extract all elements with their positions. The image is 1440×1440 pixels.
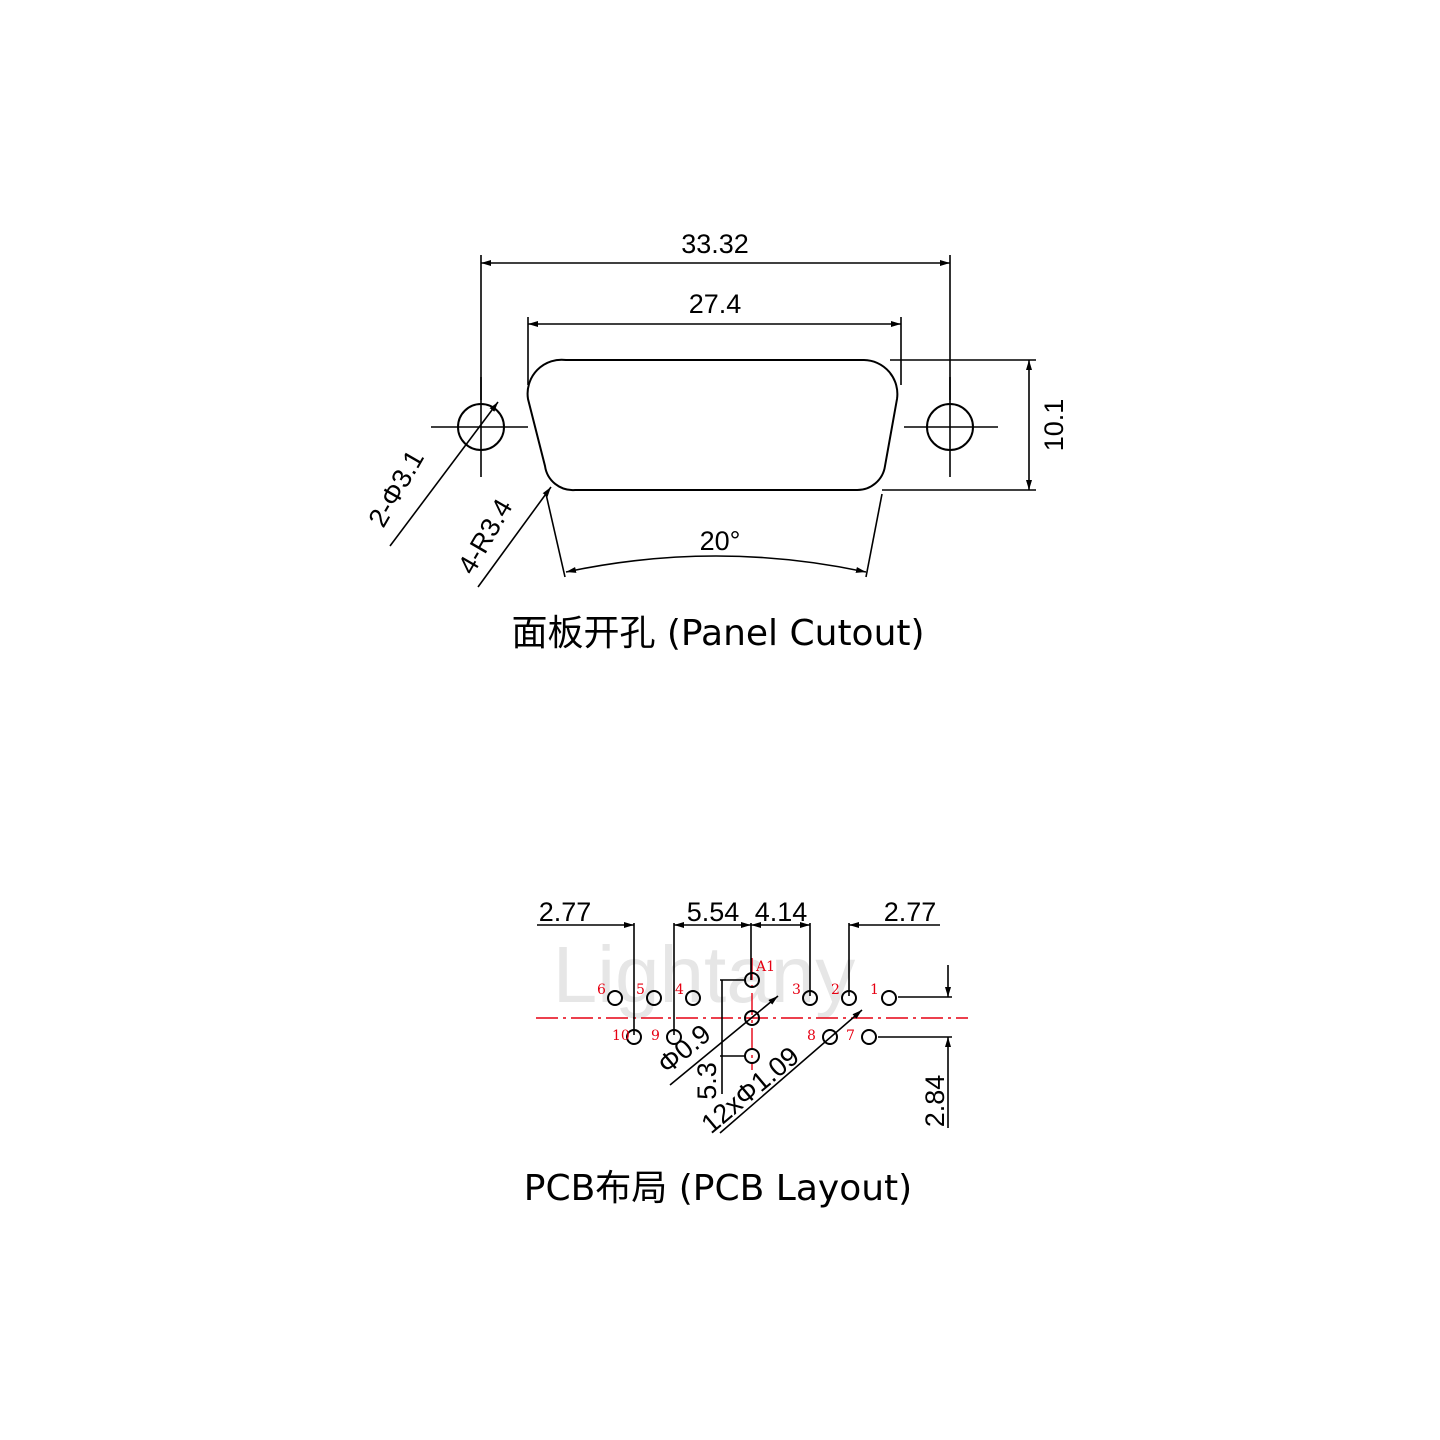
d-sub-cutout-outline bbox=[526, 358, 899, 492]
dim-radius: 4-R3.4 bbox=[452, 494, 519, 579]
pin-hole-2 bbox=[841, 990, 857, 1006]
dim-holes: 2-Φ3.1 bbox=[362, 445, 430, 532]
pin-label-1: 1 bbox=[870, 982, 879, 998]
dim-row-spacing: 2.84 bbox=[920, 1075, 950, 1128]
pin-label-9: 9 bbox=[651, 1028, 660, 1044]
pin-hole-1 bbox=[881, 990, 897, 1006]
panel-cutout-view: 33.32 27.4 10.1 2-Φ3.1 4-R3.4 20° 面板开孔 (… bbox=[362, 229, 1069, 654]
pin-hole-6 bbox=[607, 990, 623, 1006]
dim-mid-pitch: 5.54 bbox=[687, 897, 740, 927]
leader-holes bbox=[389, 401, 499, 547]
coax-hole-center bbox=[744, 1010, 760, 1026]
pin-label-10: 10 bbox=[612, 1028, 630, 1044]
panel-cutout-title: 面板开孔 (Panel Cutout) bbox=[511, 613, 924, 654]
dim-left-pitch: 2.77 bbox=[539, 897, 592, 927]
dim-arc-angle bbox=[565, 555, 867, 573]
watermark-logo: Lightany bbox=[553, 930, 855, 1019]
leader-small-hole bbox=[669, 995, 779, 1086]
leader-radius bbox=[477, 486, 552, 588]
pin-label-6: 6 bbox=[597, 982, 606, 998]
pin-hole-5 bbox=[646, 990, 662, 1006]
leader-holes-pcb bbox=[719, 1009, 863, 1134]
dim-angle: 20° bbox=[700, 526, 741, 556]
pin-label-2: 2 bbox=[831, 982, 840, 998]
dim-right-pitch: 2.77 bbox=[884, 897, 937, 927]
dim-center-pitch: 4.14 bbox=[755, 897, 808, 927]
pin-label-3: 3 bbox=[792, 982, 801, 998]
pin-hole-10 bbox=[626, 1029, 642, 1045]
pin-label-4: 4 bbox=[675, 982, 684, 998]
pcb-layout-title: PCB布局 (PCB Layout) bbox=[524, 1168, 912, 1209]
dim-cutout-width: 27.4 bbox=[689, 289, 742, 319]
pin-label-5: 5 bbox=[636, 982, 645, 998]
pin-label-8: 8 bbox=[807, 1028, 816, 1044]
pcb-layout-view: Lightany 2.77 5.54 4.14 2.77 2.84 bbox=[524, 897, 968, 1209]
pin-label-a1: A1 bbox=[755, 959, 775, 975]
pin-hole-8 bbox=[822, 1029, 838, 1045]
pin-hole-3 bbox=[802, 990, 818, 1006]
pin-hole-4 bbox=[685, 990, 701, 1006]
pin-hole-7 bbox=[861, 1029, 877, 1045]
dim-row-offset: 5.3 bbox=[692, 1062, 722, 1100]
pin-label-7: 7 bbox=[846, 1028, 855, 1044]
dim-height: 10.1 bbox=[1039, 399, 1069, 452]
pin-hole-9 bbox=[666, 1029, 682, 1045]
dim-overall-width: 33.32 bbox=[681, 229, 749, 259]
